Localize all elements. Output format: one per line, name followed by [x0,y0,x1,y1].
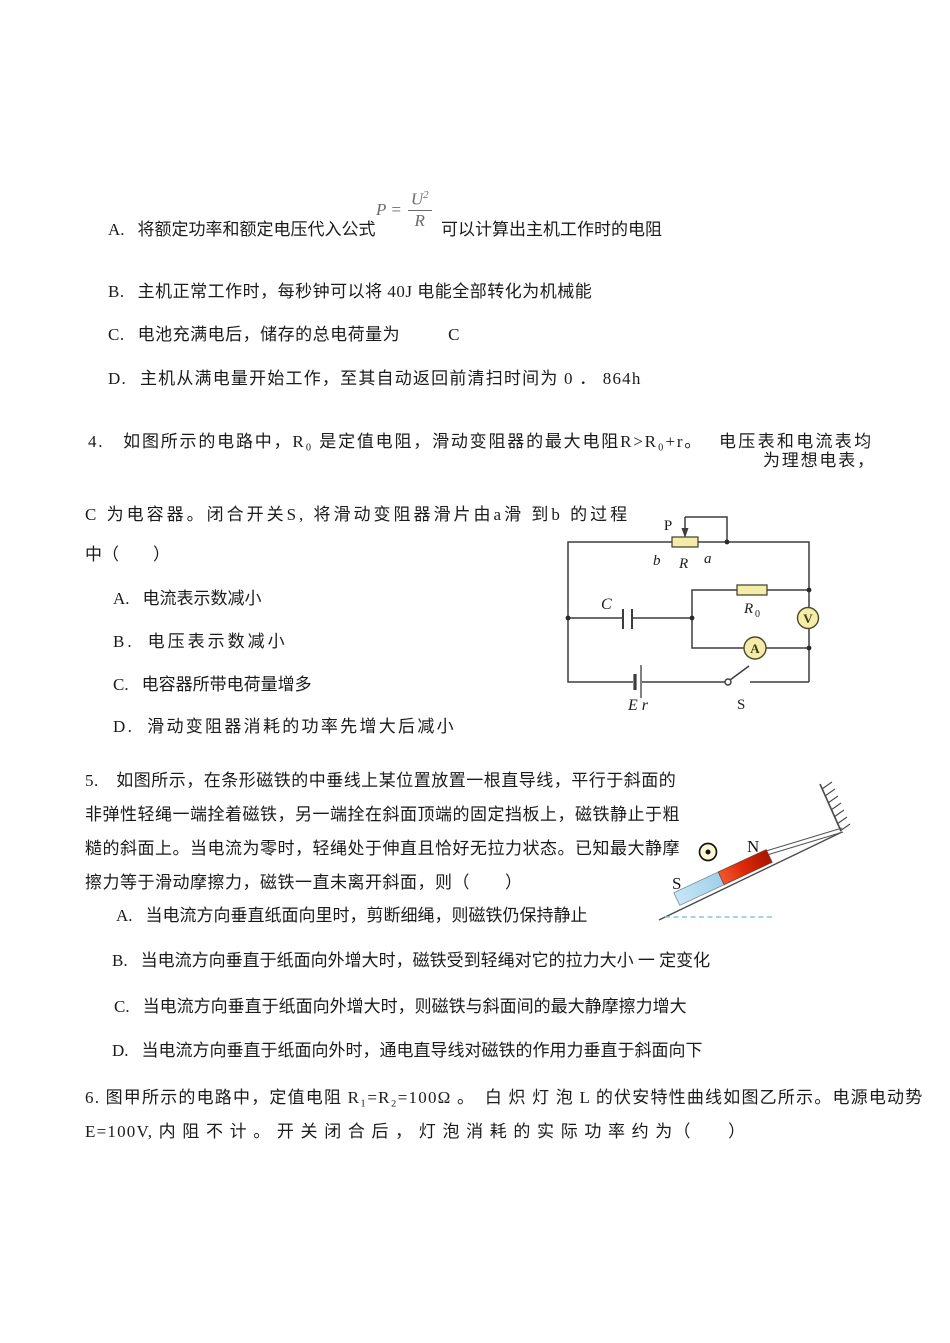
q5-option-a-label: A. [116,906,133,925]
q4-option-a: A. 电流表示数减小 [113,588,262,609]
q4-stem-line1-right: 电压表和电流表均 [719,432,874,451]
south-pole-label: S [672,874,681,893]
q5-option-b: B. 当电流方向垂直于纸面向外增大时，磁铁受到轻绳对它的拉力大小 一 定变化 [112,950,710,971]
rheostat-r-label: R [678,556,688,572]
terminal-a-label: a [704,551,712,567]
q3-option-a-text: 将额定功率和额定电压代入公式 [137,220,376,239]
svg-text:R: R [743,601,753,617]
q5-option-c-text: 当电流方向垂直于纸面向外增大时，则磁铁与斜面间的最大静摩擦力增大 [142,997,687,1016]
q4-stem-line2: 为理想电表， [763,451,876,470]
q5-option-a: A. 当电流方向垂直纸面向里时，剪断细绳，则磁铁仍保持静止 [116,905,588,926]
q5-stem-line3: 糙的斜面上。当电流为零时，轻绳处于伸直且恰好无拉力状态。已知最大静摩 [85,839,680,858]
slider-arrow [681,528,689,538]
power-formula: P = U2 R [376,189,432,230]
formula-lhs: P = [376,199,402,219]
north-pole-label: N [747,837,759,856]
battery-symbol [633,665,642,698]
q5-stem-line2: 非弹性轻绳一端拴着磁铁，另一端拴在斜面顶端的固定挡板上，磁铁静止于粗 [85,805,680,824]
circuit-wires [567,516,810,683]
switch-pivot [724,678,732,686]
q3-option-d: D. 主机从满电量开始工作，至其自动返回前清扫时间为 0 ． 864h [108,368,642,389]
q3-option-b: B. 主机正常工作时，每秒钟可以将 40J 电能全部转化为机械能 [108,281,592,302]
q4-option-b-text: 电压表示数减小 [147,632,288,651]
ammeter: A [743,636,767,660]
switch-s-label: S [737,697,745,713]
q3-option-a-post: 可以计算出主机工作时的电阻 [441,220,662,239]
q5-option-d-label: D. [112,1041,129,1060]
q3-option-c: C. 电池充满电后，储存的总电荷量为 C [108,324,460,345]
q4-option-d: D. 滑动变阻器消耗的功率先增大后减小 [113,716,456,737]
q5-option-d: D. 当电流方向垂直于纸面向外时，通电直导线对磁铁的作用力垂直于斜面向下 [112,1040,703,1061]
rheostat-body [671,536,699,548]
wall-hatching [821,781,851,832]
q4-stem-line1: 4. 如图所示的电路中，R₀ 是定值电阻，滑动变阻器的最大电阻R>R₀+r。 [88,432,704,451]
q3-option-a-pre: A. 将额定功率和额定电压代入公式 [108,219,376,240]
q3-option-c-label: C. [108,325,125,344]
q4-stem-line4: 中（ ） [85,545,170,564]
slider-jumper-wire [685,516,728,542]
r0-label: R 0 [743,601,760,620]
q3-option-c-unit: C [448,325,460,344]
terminal-b-label: b [653,553,661,569]
q4-option-b-label: B. [113,632,135,651]
voltmeter-label: V [803,611,813,626]
q6-stem-line2: E=100V, 内 阻 不 计 。 开 关 闭 合 后 ， 灯 泡 消 耗 的 … [85,1122,747,1141]
capacitor-plates [622,609,633,629]
q5-option-a-text: 当电流方向垂直纸面向里时，剪断细绳，则磁铁仍保持静止 [145,906,588,925]
bar-magnet [673,849,773,906]
q4-option-d-text: 滑动变阻器消耗的功率先增大后减小 [147,717,456,736]
q3-option-d-label: D. [108,369,127,388]
incline-surface [658,831,843,921]
voltmeter: V [796,606,820,630]
q3-option-b-label: B. [108,282,125,301]
battery-er-label: E r [627,697,649,714]
ammeter-label: A [750,641,760,656]
magnet-north-half [717,849,773,886]
r0-resistor-body [736,584,768,596]
q3-option-b-text: 主机正常工作时，每秒钟可以将 40J 电能全部转化为机械能 [137,282,593,301]
q5-option-c-label: C. [114,997,130,1016]
q4-circuit-diagram: V A P b R a C R 0 E r S [565,516,820,714]
q4-stem-line3: C 为电容器。闭合开关S, 将滑动变阻器滑片由a滑 到b 的过程 [85,505,631,524]
q5-incline-diagram: S N [658,781,851,921]
q4-option-a-label: A. [113,589,130,608]
q4-option-c-label: C. [113,675,129,694]
q4-option-a-text: 电流表示数减小 [142,589,262,608]
q4-option-d-label: D. [113,717,135,736]
q5-option-b-text: 当电流方向垂直于纸面向外增大时，磁铁受到轻绳对它的拉力大小 一 定变化 [140,951,711,970]
q5-option-b-label: B. [112,951,128,970]
formula-denominator: R [414,210,425,230]
rope [765,827,844,856]
current-out-of-page-icon [698,842,718,862]
q5-stem-line1: 5. 如图所示，在条形磁铁的中垂线上某位置放置一根直导线，平行于斜面的 [85,771,677,790]
switch-lever [729,665,750,681]
q5-option-c: C. 当电流方向垂直于纸面向外增大时，则磁铁与斜面间的最大静摩擦力增大 [114,996,687,1017]
capacitor-c-label: C [601,596,612,613]
q3-option-d-text: 主机从满电量开始工作，至其自动返回前清扫时间为 0 ． 864h [139,369,642,388]
svg-text:0: 0 [755,609,760,620]
formula-numerator: U2 [407,189,432,211]
fixed-wall [819,781,851,832]
q5-stem-line4: 擦力等于滑动摩擦力，磁铁一直未离开斜面，则（ ） [85,873,523,892]
q5-option-d-text: 当电流方向垂直于纸面向外时，通电直导线对磁铁的作用力垂直于斜面向下 [141,1041,703,1060]
slider-p-label: P [664,518,672,534]
q4-option-c-text: 电容器所带电荷量增多 [141,675,312,694]
q6-stem-line1: 6. 图甲所示的电路中，定值电阻 R₁=R₂=100Ω 。 白 炽 灯 泡 L … [85,1088,924,1107]
q4-option-b: B. 电压表示数减小 [113,631,288,652]
formula-fraction: U2 R [407,189,432,230]
q3-option-c-text: 电池充满电后，储存的总电荷量为 [137,325,401,344]
q4-option-c: C. 电容器所带电荷量增多 [113,674,312,695]
junction-dots [565,539,812,651]
q3-option-a-label: A. [108,220,125,239]
